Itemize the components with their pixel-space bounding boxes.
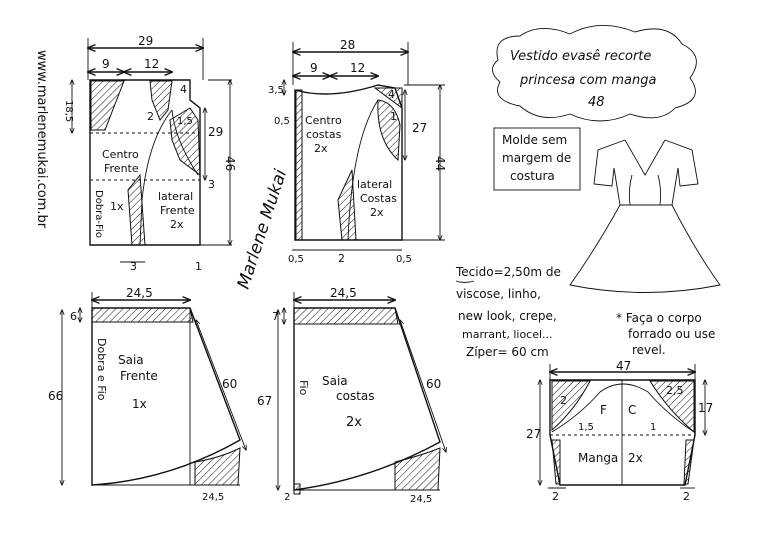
back-bodice-piece [284,42,445,251]
sleeve-piece [540,364,705,489]
front-width: 29 [138,34,153,48]
sleeve-center: C [628,403,636,417]
sleeve-a: 2 [560,394,567,407]
front-label-center2: Frente [104,162,139,175]
back-label-center: Centro [305,114,342,127]
sleeve-d: 1 [650,422,656,433]
skirt-back-grain: Fio [297,380,310,396]
front-top-b: 12 [144,57,159,71]
back-label-side2: Costas [360,192,397,205]
materials-line4: marrant, liocel... [462,328,553,341]
sleeve-count: 2x [628,451,643,465]
title-cloud [492,25,697,122]
sleeve-c: 1,5 [578,422,594,433]
skirt-front-width: 24,5 [126,286,153,300]
front-count-center: 1x [110,200,124,213]
back-label-side: lateral [357,178,392,191]
skirt-front-side: 60 [222,377,237,391]
back-side-height: 44 [433,156,447,171]
back-top-a: 9 [310,61,318,75]
skirt-back-side: 60 [426,377,441,391]
materials-underline [455,280,475,283]
sleeve-front: F [600,403,607,417]
back-bottom-b: 2 [338,252,345,265]
sleeve-b: 2,5 [666,384,684,397]
skirt-front-height: 66 [48,389,63,403]
back-bottom-c: 0,5 [396,254,412,265]
lining-line1: * Faça o corpo [616,311,702,325]
back-top-b: 12 [350,61,365,75]
title-line2: princesa com manga [519,73,656,88]
website-text: www.marlenemukai.com.br [34,50,49,229]
note-line2: margem de [502,151,571,165]
front-dart-a: 2 [147,110,154,123]
skirt-front-bottom: 24,5 [202,492,224,503]
front-dart-b: 1,5 [177,116,193,127]
skirt-back-width: 24,5 [330,286,357,300]
materials-line5: Zíper= 60 cm [466,345,549,359]
back-left-height: 3,5 [268,85,284,96]
skirt-back-top: 7 [272,310,279,323]
back-dart-height: 27 [412,121,427,135]
back-label-center2: costas [306,128,342,141]
front-bottom-b: 1 [195,260,202,273]
skirt-front-label: Saia [118,353,144,367]
skirt-front-label2: Frente [120,369,158,383]
materials-line3: new look, crepe, [458,309,557,323]
sleeve-width: 47 [616,359,631,373]
back-count-side: 2x [370,206,384,219]
front-dart-height: 29 [208,125,223,139]
materials-line2: viscose, linho, [456,287,541,301]
back-small: 1 [390,110,397,123]
note-line1: Molde sem [502,133,567,147]
sleeve-bottom-right: 2 [683,490,690,503]
front-top-c: 4 [180,83,187,96]
note-box [493,127,581,191]
front-fold: Dobra-Fio [93,190,104,238]
front-lower: 3 [208,178,215,191]
sleeve-right-height: 17 [698,401,713,415]
front-count-side: 2x [170,218,184,231]
note-line3: costura [510,169,555,183]
back-count-center: 2x [314,142,328,155]
signature-text: Marlene Mukai [234,167,292,292]
front-bottom-a: 3 [130,260,137,273]
skirt-back-bottom: 24,5 [410,494,432,505]
skirt-back-count: 2x [346,415,362,430]
front-label-side2: Frente [160,204,195,217]
back-bottom-a: 0,5 [288,254,304,265]
lining-line3: revel. [632,343,666,357]
title-line1: Vestido evasê recorte [510,49,651,64]
skirt-front-count: 1x [132,397,147,411]
front-label-center: Centro [102,148,139,161]
sleeve-left-height: 27 [526,427,541,441]
skirt-back-label: Saia [322,374,348,388]
front-side-height: 46 [223,156,237,171]
skirt-back-piece [278,292,446,495]
back-width: 28 [340,38,355,52]
skirt-front-top: 6 [70,310,77,323]
materials-line1: Tecido=2,50m de [455,265,561,279]
front-bodice-piece [72,38,232,263]
back-edge: 0,5 [274,116,290,127]
front-left-height: 18,5 [63,100,74,122]
sleeve-label: Manga [578,451,618,465]
skirt-back-height: 67 [257,394,272,408]
sleeve-bottom-left: 2 [552,490,559,503]
skirt-front-fold: Dobra e Fio [95,338,108,401]
front-top-a: 9 [102,57,110,71]
back-top-c: 4 [388,88,395,101]
title-size: 48 [588,95,605,110]
skirt-front-piece [62,292,246,486]
front-label-side: lateral [158,190,193,203]
skirt-back-bottom-left: 2 [284,492,290,503]
lining-line2: forrado ou use [628,327,715,341]
skirt-back-label2: costas [336,389,375,403]
dress-sketch [569,139,721,293]
